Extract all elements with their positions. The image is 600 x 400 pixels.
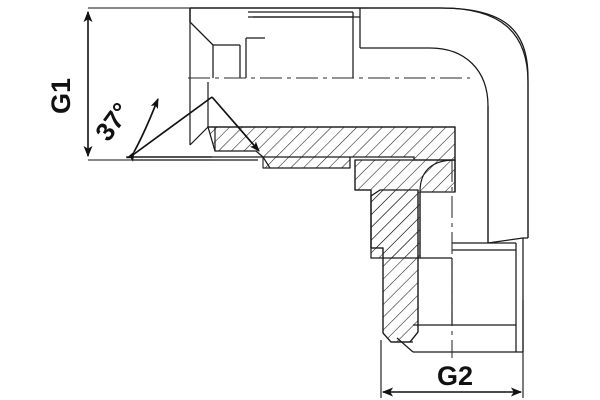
bore-step-down	[262, 156, 271, 169]
section-hatched-material	[207, 126, 456, 343]
g1-dimension: G1	[46, 7, 368, 161]
angle-arc	[126, 98, 159, 162]
outlet-bore-chamfer	[382, 332, 392, 343]
corner-round-fillet	[419, 159, 456, 193]
g2-dimension: G2	[380, 300, 524, 398]
hatch-bore-strip	[262, 156, 351, 169]
nose-cone-face	[189, 21, 214, 46]
bend-outer-radius	[441, 7, 529, 238]
outlet-wall-bottom	[409, 331, 419, 343]
g2-label: G2	[437, 361, 473, 391]
section-detail-lines	[133, 8, 456, 343]
fitting-body-outline	[189, 7, 529, 353]
bend-inner-radius	[360, 47, 489, 243]
g1-label: G1	[46, 78, 76, 114]
hex-nut-chamfer-r	[487, 237, 524, 244]
centerlines	[188, 77, 470, 358]
bore-cone-seat	[189, 126, 209, 146]
angle-pointer	[211, 96, 260, 152]
